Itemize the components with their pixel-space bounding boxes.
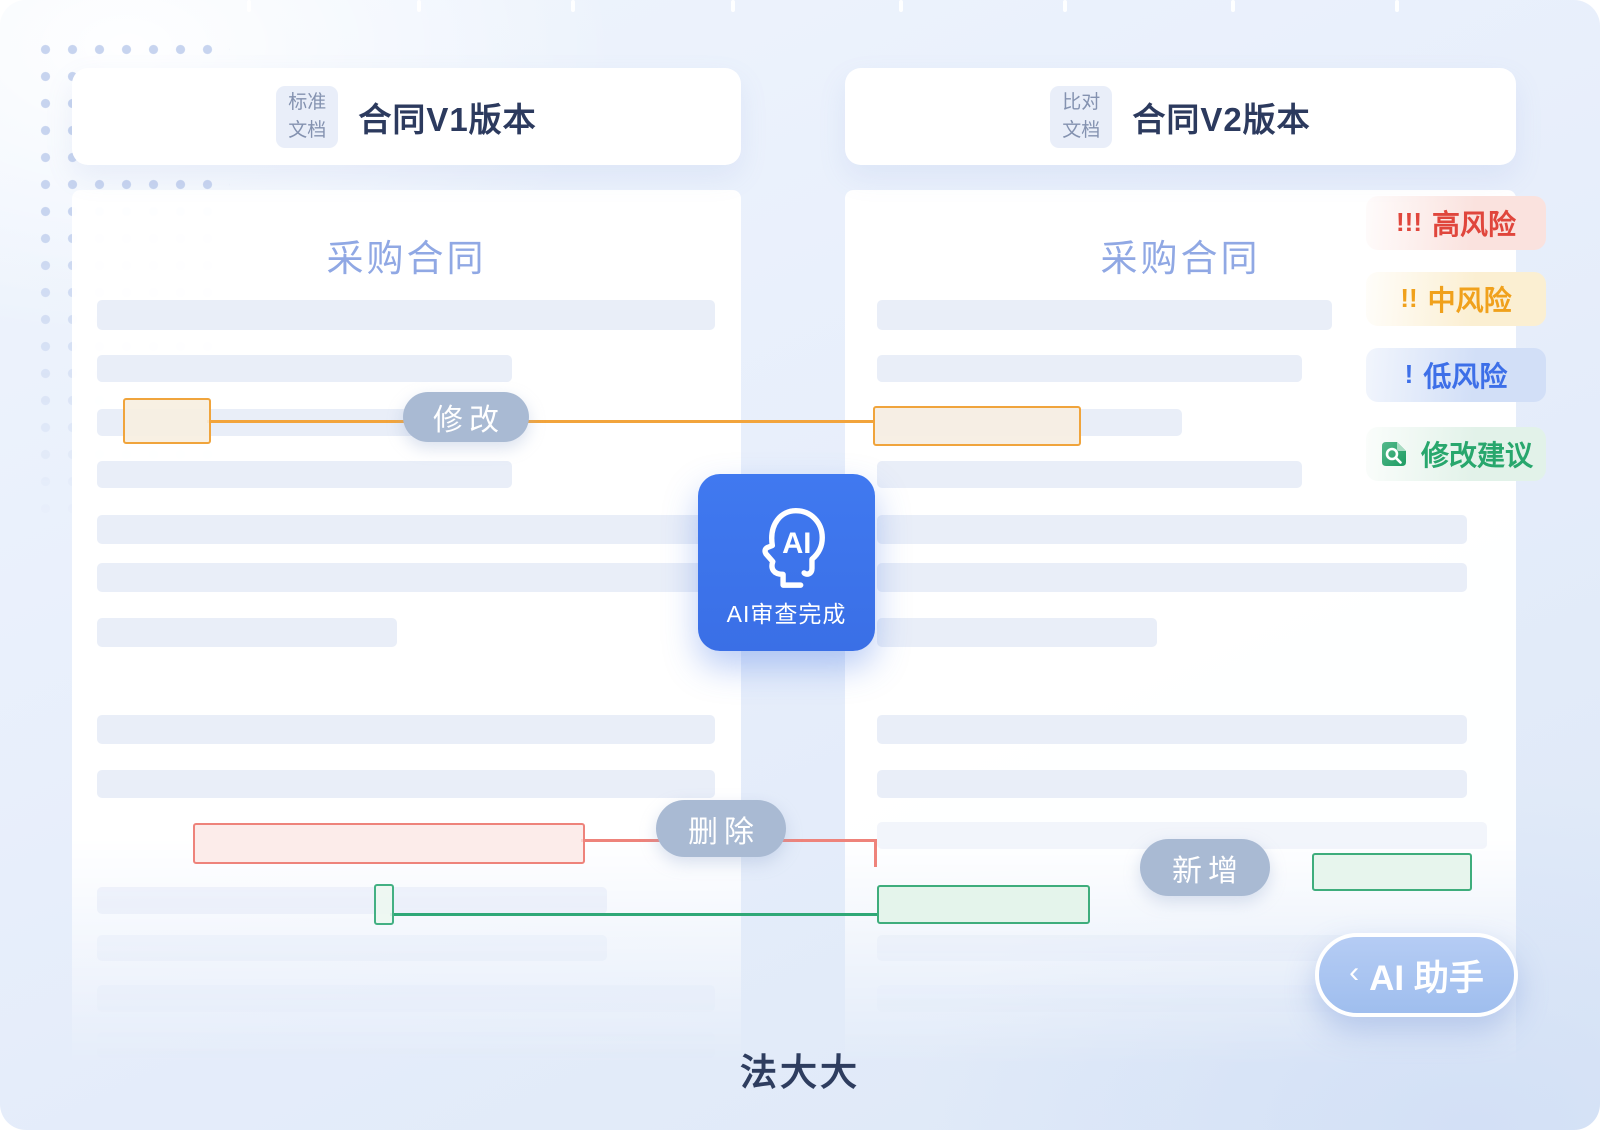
modified-text-box-v2 [873,406,1081,446]
deleted-text-box-v1 [193,823,585,864]
text-placeholder-line [97,770,715,798]
text-placeholder-line [97,887,607,914]
suggestion-label: 修改建议 [1420,440,1533,471]
text-placeholder-line [877,715,1467,744]
doc-magnifier-icon [1381,442,1406,466]
left-contract-title: 采购合同 [326,238,487,279]
left-doc-header: 标准 文档 合同V1版本 [72,68,741,165]
ai-review-card: AI AI审查完成 [698,474,875,651]
legend-suggestion: 修改建议 [1366,427,1546,481]
text-placeholder-line [877,515,1467,544]
high-risk-label: 高风险 [1431,209,1516,240]
edge-tick [1231,0,1235,12]
ai-assistant-button[interactable]: ‹ AI 助手 [1315,933,1518,1017]
text-placeholder-line [97,461,512,488]
medium-risk-label: 中风险 [1427,285,1512,316]
edge-tick [899,0,903,12]
text-placeholder-line [97,935,607,961]
left-doc-title: 合同V1版本 [358,100,537,138]
medium-risk-marks: !! [1400,282,1418,313]
text-placeholder-line [97,563,715,592]
low-risk-label: 低风险 [1423,361,1508,392]
add-label-pill[interactable]: 新增 [1140,839,1270,896]
text-placeholder-line [877,563,1467,592]
chevron-left-icon: ‹ [1349,956,1360,989]
text-placeholder-line [877,300,1332,330]
text-placeholder-line [877,770,1467,798]
text-placeholder-line [97,300,715,330]
svg-text:AI: AI [782,526,811,559]
badge-line: 比对 [1062,91,1101,113]
added-text-box-sample [1312,853,1472,891]
text-placeholder-line [877,461,1302,488]
text-placeholder-line [97,1032,715,1058]
text-placeholder-line [877,355,1302,382]
standard-doc-badge: 标准 文档 [276,85,339,148]
modify-connector-line [207,420,873,423]
added-text-anchor-v1 [374,884,394,925]
text-placeholder-line [97,355,512,382]
ai-assistant-label: AI 助手 [1369,958,1484,998]
added-text-box-v2 [877,885,1090,924]
text-placeholder-line [877,618,1157,647]
text-placeholder-line [877,935,1387,961]
text-placeholder-line [97,715,715,744]
badge-line: 标准 [288,91,327,113]
text-placeholder-line [97,618,397,647]
right-contract-title: 采购合同 [1100,238,1261,279]
right-doc-header: 比对 文档 合同V2版本 [845,68,1516,165]
edge-tick [731,0,735,12]
edge-tick [571,0,575,12]
right-doc-title: 合同V2版本 [1132,100,1311,138]
compare-doc-badge: 比对 文档 [1050,85,1113,148]
text-placeholder-line [97,985,715,1012]
edge-tick [1063,0,1067,12]
modify-label-pill[interactable]: 修改 [403,392,529,442]
brand-logo-text: 法大大 [740,1052,860,1093]
edge-tick [417,0,421,12]
legend-low-risk: ! 低风险 [1366,348,1546,402]
badge-line: 文档 [288,119,327,141]
high-risk-marks: !!! [1396,206,1422,237]
legend-high-risk: !!! 高风险 [1366,196,1546,250]
ai-head-icon: AI [761,507,825,588]
delete-label-pill[interactable]: 删除 [656,800,786,857]
edge-tick [247,0,251,12]
ai-review-status: AI审查完成 [726,600,847,627]
left-document-panel: 采购合同 [72,190,741,1068]
badge-line: 文档 [1062,119,1101,141]
legend-medium-risk: !! 中风险 [1366,272,1546,326]
text-placeholder-line [97,515,715,544]
delete-connector-line-vertical [874,839,877,867]
add-connector-line [390,913,877,916]
low-risk-marks: ! [1404,358,1414,389]
modified-text-box-v1 [123,398,211,444]
edge-tick [1395,0,1399,12]
